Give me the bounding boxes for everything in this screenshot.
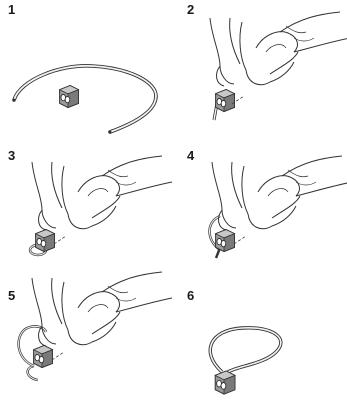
step-3-illustration bbox=[30, 156, 172, 255]
step-6-illustration bbox=[210, 328, 281, 394]
step-2-illustration bbox=[210, 12, 347, 120]
step-5-illustration bbox=[19, 272, 172, 380]
step-4-illustration bbox=[210, 156, 347, 258]
step-1-illustration bbox=[13, 66, 156, 134]
